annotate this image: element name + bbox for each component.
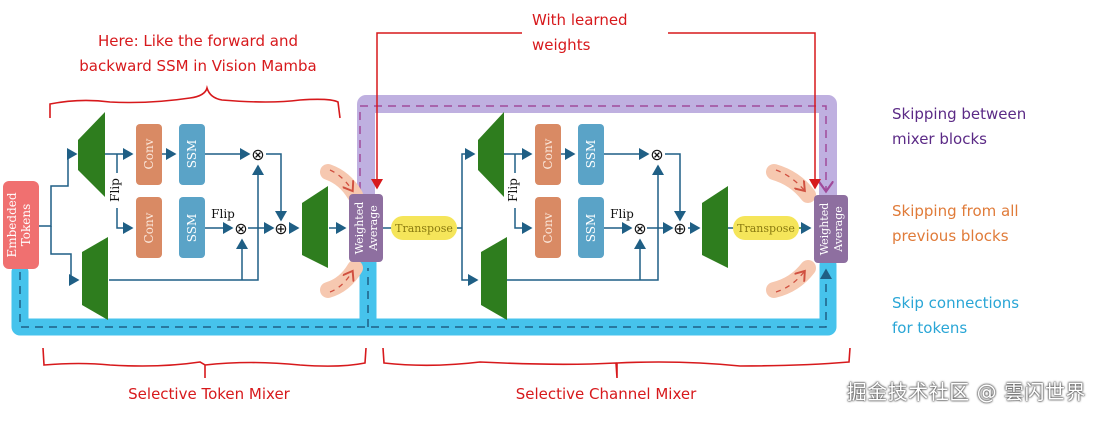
multiply-icon: ⊗ — [234, 219, 247, 238]
flip-label: Flip — [610, 207, 634, 221]
weighted-average-block — [349, 194, 383, 262]
legend-skip-previous-blocks: Skipping from all — [892, 202, 1019, 220]
linear-projection-output — [702, 186, 728, 268]
brace-channel-mixer — [382, 347, 851, 379]
brace-token-mixer — [42, 347, 367, 378]
conv-label: Conv — [541, 138, 555, 169]
legend-skip-between-mixers: mixer blocks — [892, 130, 987, 148]
linear-projection-output — [302, 186, 328, 268]
conv-label: Conv — [541, 212, 555, 243]
linear-projection-bottom — [481, 237, 507, 320]
annotation-vision-mamba: backward SSM in Vision Mamba — [79, 57, 317, 75]
conv-block — [136, 124, 162, 185]
annotation-learned-weights: With learned — [532, 11, 628, 29]
flip-label: Flip — [108, 178, 122, 202]
weighted-average-label: Weighted — [818, 203, 831, 256]
ssm-block — [179, 124, 205, 185]
legend-skip-tokens: for tokens — [892, 319, 967, 337]
add-icon: ⊕ — [673, 219, 686, 238]
embedded-tokens-label: Embedded — [5, 192, 19, 257]
legend-skip-tokens: Skip connections — [892, 294, 1019, 312]
legend: Skipping between mixer blocks Skipping f… — [892, 105, 1026, 337]
channel-mixer — [461, 112, 848, 320]
weighted-average-label: Weighted — [353, 202, 366, 255]
ssm-label: SSM — [584, 140, 598, 169]
transpose-label: Transpose — [737, 222, 795, 235]
transpose-2 — [733, 216, 799, 240]
flip-label: Flip — [211, 207, 235, 221]
learned-weights-lines — [371, 32, 821, 190]
linear-projection-top — [78, 112, 105, 197]
embedded-tokens-block — [3, 181, 39, 269]
multiply-icon: ⊗ — [251, 145, 264, 164]
add-icon: ⊕ — [274, 219, 287, 238]
annotation-vision-mamba: Here: Like the forward and — [98, 32, 298, 50]
weighted-average-label: Average — [832, 206, 845, 253]
conv-block — [535, 197, 561, 258]
ssm-label: SSM — [185, 214, 199, 243]
conv-label: Conv — [142, 138, 156, 169]
token-mixer — [3, 112, 383, 320]
conv-label: Conv — [142, 212, 156, 243]
transpose-label: Transpose — [395, 222, 453, 235]
watermark: 掘金技术社区 @ 雲闪世界 — [846, 380, 1086, 404]
ssm-block — [578, 124, 604, 185]
multiply-icon: ⊗ — [633, 219, 646, 238]
multiply-icon: ⊗ — [650, 145, 663, 164]
weighted-average-label: Average — [367, 205, 380, 252]
legend-skip-between-mixers: Skipping between — [892, 105, 1026, 123]
label-selective-token-mixer: Selective Token Mixer — [128, 385, 291, 403]
conv-block — [136, 197, 162, 258]
brace-top — [49, 84, 341, 119]
legend-skip-previous-blocks: previous blocks — [892, 227, 1009, 245]
linear-projection-bottom — [82, 237, 108, 320]
skip-between-mixers-band — [357, 95, 837, 209]
ssm-label: SSM — [185, 140, 199, 169]
transpose-1 — [383, 216, 462, 240]
annotation-learned-weights: weights — [532, 36, 591, 54]
ssm-block — [578, 197, 604, 258]
ssm-label: SSM — [584, 214, 598, 243]
skip-previous-blocks-band — [320, 164, 816, 298]
ssm-block — [179, 197, 205, 258]
weighted-average-block — [814, 195, 848, 263]
flip-label: Flip — [506, 178, 520, 202]
embedded-tokens-label: Tokens — [19, 204, 33, 247]
linear-projection-top — [478, 112, 504, 197]
skip-tokens-band — [11, 253, 837, 336]
conv-block — [535, 124, 561, 185]
label-selective-channel-mixer: Selective Channel Mixer — [516, 385, 697, 403]
